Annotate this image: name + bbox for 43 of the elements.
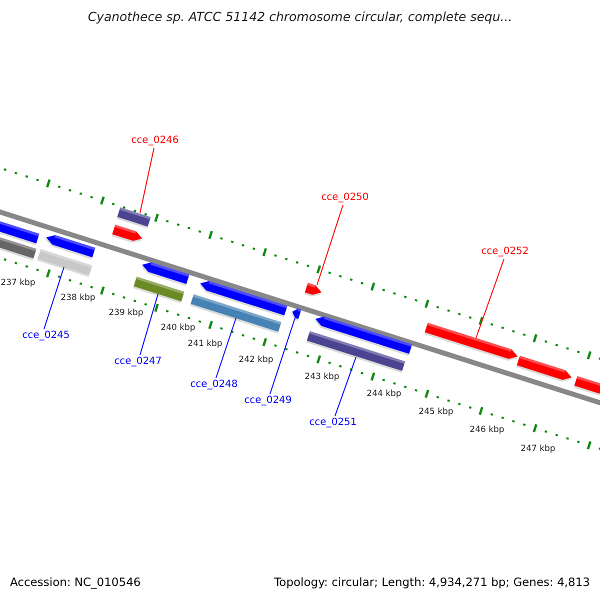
gene-feature [292,308,302,321]
gene-feature [314,316,412,356]
scale-label: 242 kbp [238,354,274,367]
gene-label: cce_0247 [108,355,168,369]
footer-text: Topology: circular; Length: 4,934,271 bp; Genes: 4,813 [274,575,590,589]
gene-label: cce_0249 [238,394,298,408]
leader-line [334,356,356,416]
gene-feature [133,276,184,304]
gene-feature [200,281,288,318]
gene-feature [46,235,96,260]
gene-feature [516,356,572,382]
scale-label: 243 kbp [304,371,340,384]
leader-line [316,204,344,286]
gene-feature [142,262,190,286]
gene-feature [0,236,36,260]
leader-line [140,294,158,356]
leader-line [216,318,236,378]
gene-label: cce_0248 [184,378,244,392]
scale-label: 244 kbp [366,388,402,401]
gene-feature [112,224,142,243]
footer-text: Accession: NC_010546 [10,575,141,589]
scale-label: 238 kbp [60,292,96,305]
gene-label: cce_0251 [303,416,363,430]
gene-feature [574,376,600,396]
scale-label: 239 kbp [108,307,144,320]
scale-label: 240 kbp [160,322,196,335]
leader-line [476,258,504,338]
map-title: Cyanothece sp. ATCC 51142 chromosome circular, complete sequ... [86,9,514,24]
scale-label: 241 kbp [186,338,224,351]
scale-label: 237 kbp [0,277,36,290]
leader-line [270,318,296,394]
leader-line [140,148,154,214]
gene-label: cce_0246 [125,134,185,148]
gene-feature [304,282,322,297]
leader-line [44,266,64,330]
gene-label: cce_0245 [16,329,76,343]
gene-feature [116,207,151,229]
gene-feature [424,322,518,361]
gene-label: cce_0250 [315,191,375,205]
scale-label: 247 kbp [520,443,556,456]
scale-label: 246 kbp [468,424,506,437]
gene-label: cce_0252 [475,245,535,259]
scale-label: 245 kbp [418,406,454,419]
